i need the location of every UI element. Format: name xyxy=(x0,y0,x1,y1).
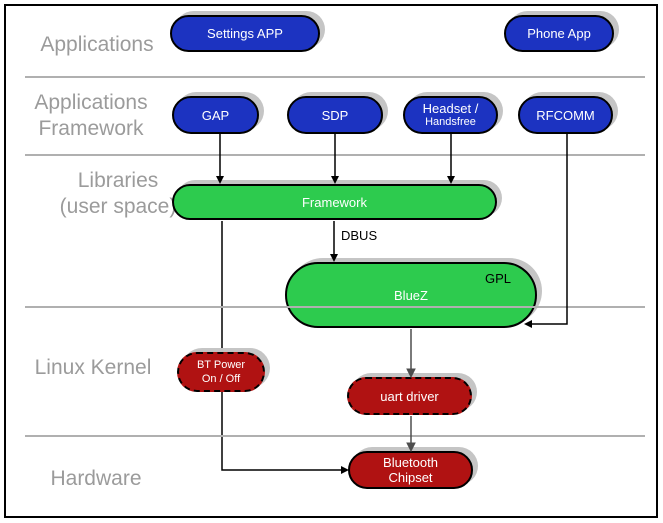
layer-label-line: Applications xyxy=(34,91,148,114)
divider-kernel xyxy=(25,435,645,437)
layer-label-line: Libraries xyxy=(77,169,159,192)
node-label: SDP xyxy=(321,107,349,123)
divider-libraries xyxy=(25,306,645,308)
node-headset-handsfree: Headset / Handsfree xyxy=(403,96,498,134)
node-label: Framework xyxy=(301,194,367,210)
node-label: Headset / xyxy=(422,101,479,116)
node-uart-driver: uart driver xyxy=(347,377,472,415)
layer-label-linux-kernel: Linux Kernel xyxy=(3,355,183,381)
node-phone-app: Phone App xyxy=(504,15,614,52)
layer-label-line: Linux Kernel xyxy=(34,356,152,379)
layer-label-line: Applications xyxy=(40,33,154,56)
divider-applications xyxy=(25,76,645,78)
layer-label-libraries: Libraries (user space) xyxy=(28,168,208,220)
node-label: RFCOMM xyxy=(536,107,595,123)
layer-label-line: Hardware xyxy=(50,467,142,490)
gpl-badge: GPL xyxy=(484,271,511,286)
node-settings-app: Settings APP xyxy=(170,15,320,52)
divider-app-framework xyxy=(25,154,645,156)
layer-label-applications: Applications xyxy=(7,32,187,58)
node-rfcomm: RFCOMM xyxy=(518,96,613,134)
node-sdp: SDP xyxy=(287,96,383,134)
node-label: BlueZ xyxy=(394,287,428,303)
layer-label-line: (user space) xyxy=(59,195,177,218)
node-framework: Framework xyxy=(172,184,497,220)
node-label: Phone App xyxy=(527,26,591,41)
node-bluetooth-chipset: Bluetooth Chipset xyxy=(348,451,473,489)
node-label: Bluetooth xyxy=(383,455,438,470)
dbus-edge-label: DBUS xyxy=(341,228,378,243)
node-label: BT Power xyxy=(196,359,246,371)
node-label: On / Off xyxy=(201,373,241,385)
layer-label-line: Framework xyxy=(38,117,144,140)
layer-label-hardware: Hardware xyxy=(6,466,186,492)
node-label: uart driver xyxy=(380,388,439,404)
layer-label-applications-framework: Applications Framework xyxy=(1,90,181,142)
node-gap: GAP xyxy=(172,96,259,134)
node-label: Chipset xyxy=(388,470,433,485)
node-bluez: BlueZ GPL xyxy=(285,262,537,328)
node-bt-power: BT Power On / Off xyxy=(177,352,265,392)
node-label: Settings APP xyxy=(207,26,283,41)
node-label: GAP xyxy=(201,107,230,123)
outer-frame xyxy=(4,4,658,518)
node-label: Handsfree xyxy=(425,116,476,128)
